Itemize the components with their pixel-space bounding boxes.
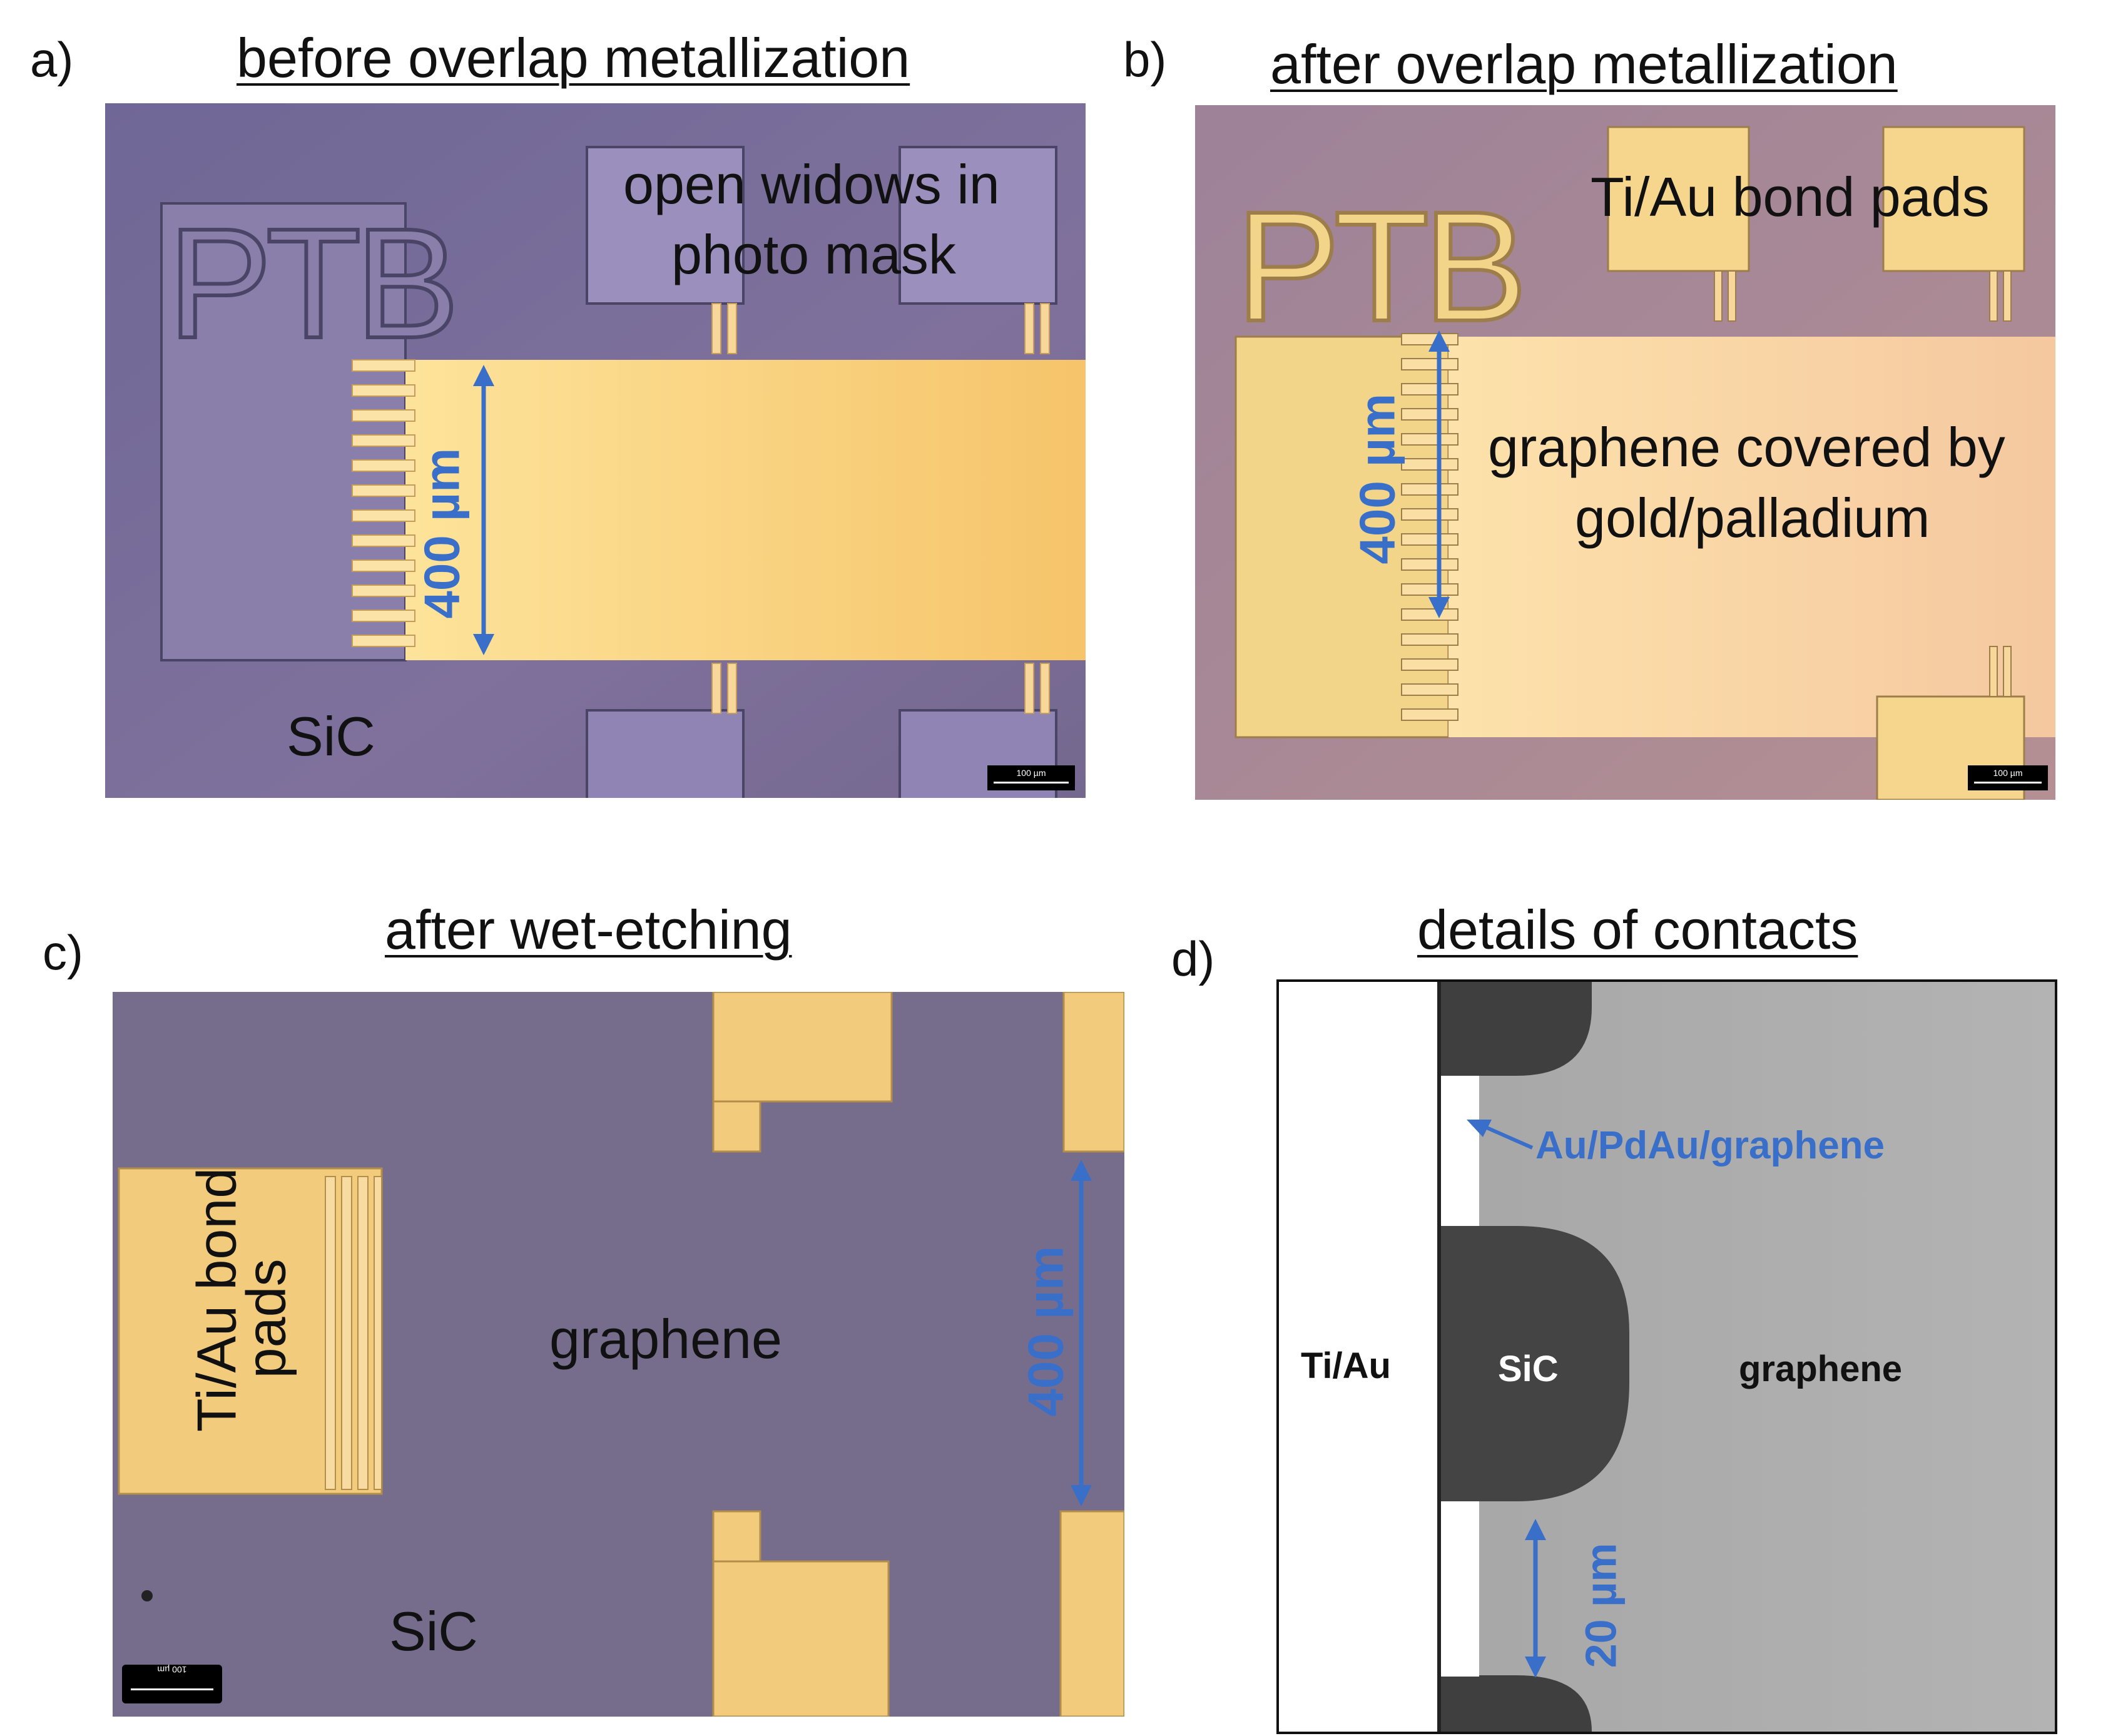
panel-d-metal-label: Ti/Au [1301, 1345, 1391, 1386]
panel-a-logo: PTB [166, 194, 461, 372]
panel-a-annotation-line2: photo mask [671, 223, 956, 285]
panel-b-micrograph: PTB Ti/Au bond pads 400 µm graphene cove… [1195, 105, 2055, 800]
panel-b-scale-text: 100 µm [1993, 768, 2023, 778]
panel-a-dimension-label: 400 µm [414, 447, 470, 619]
panel-a-scale-text: 100 µm [1016, 768, 1046, 778]
panel-b-logo: PTB [1234, 177, 1529, 355]
panel-d-arrow-label: Au/PdAu/graphene [1535, 1124, 1885, 1167]
panel-b-letter: b) [1123, 32, 1167, 87]
panel-b-dimension-label: 400 µm [1349, 393, 1405, 564]
panel-a-scale-bar: 100 µm [987, 765, 1075, 790]
panel-a-substrate-label: SiC [287, 705, 375, 767]
panel-a-annotation-line1: open widows in [623, 153, 1000, 215]
panel-c-scale-text: 100 µm [157, 1665, 187, 1675]
panel-d-letter: d) [1171, 931, 1215, 986]
panel-b-scale-bar: 100 µm [1968, 765, 2048, 790]
panel-b-label-line2: gold/palladium [1575, 487, 1930, 549]
panel-c-title: after wet-etching [385, 899, 792, 961]
panel-c-letter: c) [43, 925, 83, 980]
panel-c-substrate-label: SiC [389, 1600, 478, 1662]
panel-c-pad-line2: pads [235, 1259, 297, 1379]
panel-a-micrograph: PTB open widows in photo mask 400 µm SiC… [105, 103, 1086, 798]
panel-c-micrograph: Ti/Au bond pads graphene SiC 400 µm 100 … [113, 992, 1124, 1717]
panel-d-sem-image: Au/PdAu/graphene Ti/Au SiC graphene 20 µ… [1276, 979, 2057, 1734]
panel-b-annotation: Ti/Au bond pads [1591, 166, 1990, 228]
panel-a-title: before overlap metallization [237, 27, 910, 89]
panel-b-title: after overlap metallization [1270, 33, 1898, 95]
panel-d-substrate-label: SiC [1498, 1349, 1559, 1389]
panel-d-graphene-label: graphene [1739, 1349, 1903, 1389]
panel-d-title: details of contacts [1417, 899, 1858, 961]
panel-c-scale-bar: 100 µm [122, 1665, 222, 1703]
panel-c-center-label: graphene [549, 1308, 782, 1370]
panel-c-dimension-label: 400 µm [1017, 1245, 1074, 1417]
panel-b-label-line1: graphene covered by [1488, 416, 2005, 478]
panel-a-letter: a) [30, 32, 74, 87]
panel-d-dimension-label: 20 µm [1576, 1543, 1626, 1668]
